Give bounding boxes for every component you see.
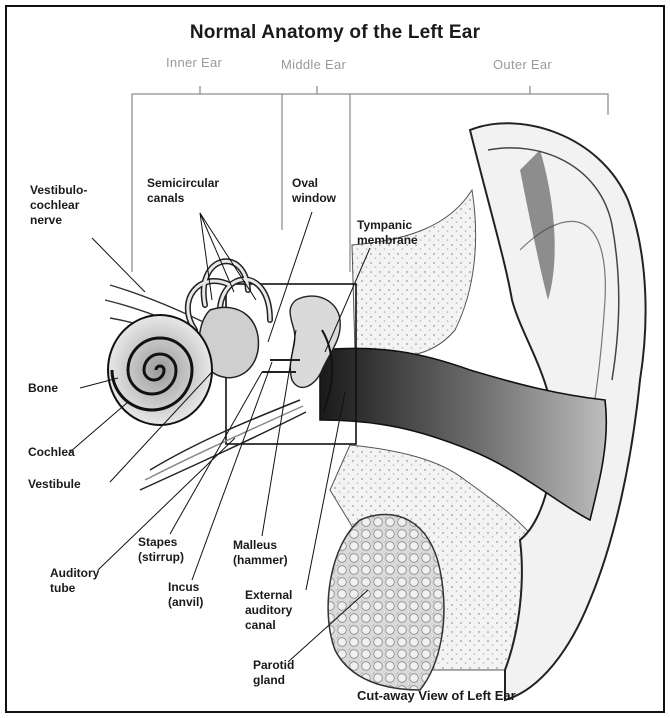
label-stapes: Stapes (stirrup) [138,535,184,565]
label-vestibule: Vestibule [28,477,81,492]
label-tympanic-membrane: Tympanic membrane [357,218,418,248]
cochlea-shape [108,315,212,425]
label-bone: Bone [28,381,58,396]
temporal-bone [352,190,476,357]
label-malleus: Malleus (hammer) [233,538,288,568]
label-semicircular-canals: Semicircular canals [147,176,219,206]
label-incus: Incus (anvil) [168,580,203,610]
label-auditory-tube: Auditory tube [50,566,99,596]
label-parotid-gland: Parotid gland [253,658,294,688]
label-oval-window: Oval window [292,176,336,206]
label-middle-ear: Middle Ear [281,57,346,72]
label-inner-ear: Inner Ear [166,55,222,70]
diagram-subtitle: Cut-away View of Left Ear [357,688,516,703]
label-vestibulocochlear-nerve: Vestibulo- cochlear nerve [30,183,87,228]
label-outer-ear: Outer Ear [493,57,552,72]
label-cochlea: Cochlea [28,445,75,460]
label-external-auditory-canal: External auditory canal [245,588,292,633]
page-title: Normal Anatomy of the Left Ear [0,22,670,44]
parotid-gland-shape [328,514,444,690]
